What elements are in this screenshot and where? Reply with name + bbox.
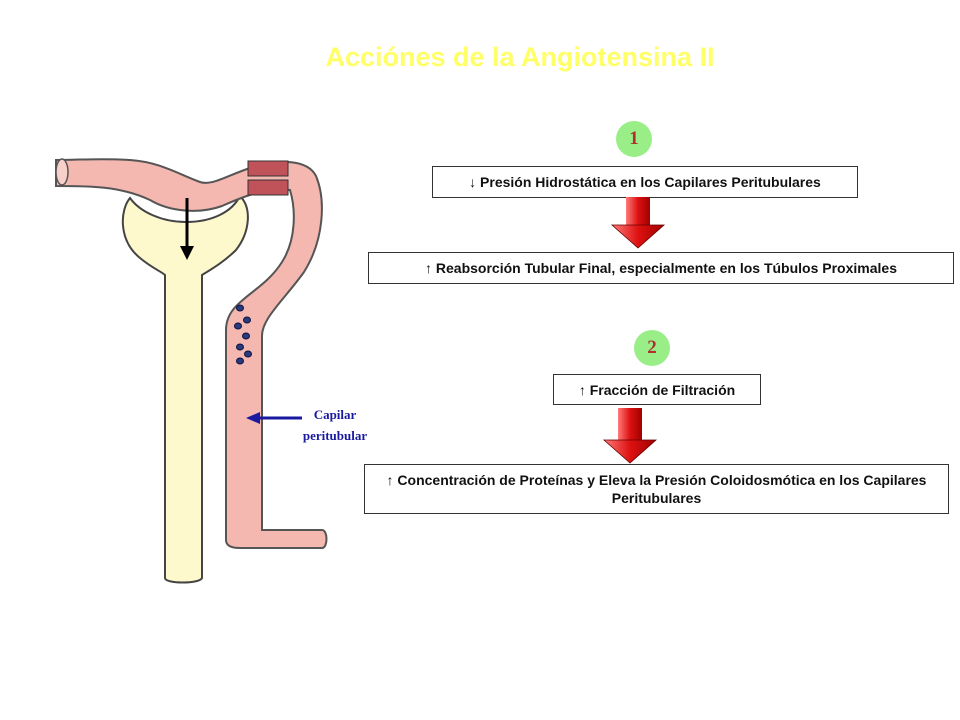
capillary-label: Capilar peritubular xyxy=(292,404,378,446)
tubule xyxy=(121,194,249,584)
step-1-box-b: ↑ Reabsorción Tubular Final, especialmen… xyxy=(368,252,954,284)
step-2-badge: 2 xyxy=(634,330,670,366)
red-down-arrow-icon xyxy=(610,197,666,249)
protein-dots xyxy=(234,304,252,365)
left-arrow-icon xyxy=(246,412,302,424)
step-2-box-b: ↑ Concentración de Proteínas y Eleva la … xyxy=(364,464,949,514)
nephron-illustration xyxy=(55,158,328,584)
red-down-arrow-icon xyxy=(602,408,658,464)
capillary-label-line2: peritubular xyxy=(302,428,368,443)
step-2-box-a: ↑ Fracción de Filtración xyxy=(553,374,761,405)
capillary-label-line1: Capilar xyxy=(313,407,357,422)
peritubular-capillary xyxy=(55,158,328,549)
constriction-block-upper xyxy=(247,160,289,177)
down-arrow-icon xyxy=(180,198,194,260)
step-1-badge: 1 xyxy=(616,121,652,157)
step-1-box-a: ↓ Presión Hidrostática en los Capilares … xyxy=(432,166,858,198)
page-title: Acciónes de la Angiotensina II xyxy=(325,42,715,72)
constriction-block-lower xyxy=(247,179,289,196)
